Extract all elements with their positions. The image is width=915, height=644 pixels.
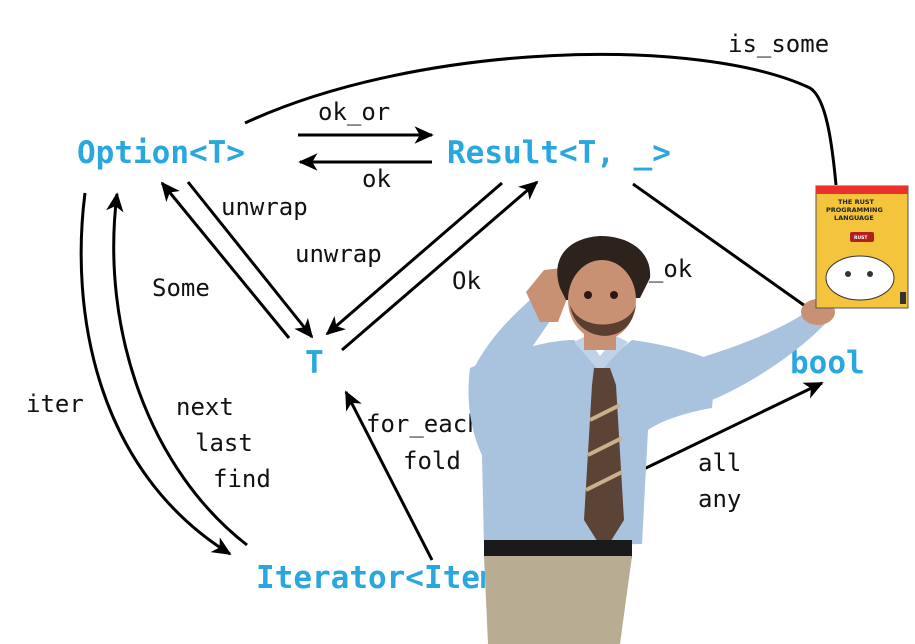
edge-option-to-t-unwrap: [186, 181, 314, 339]
label-is-some: is_some: [728, 30, 829, 58]
node-option: Option<T>: [77, 135, 245, 171]
person-right-arm: [700, 308, 826, 400]
nodes: Option<T> Result<T, _> T bool Iterator<I…: [77, 135, 865, 596]
edge-iterator-to-option-next: [106, 192, 248, 547]
person-belt: [484, 540, 632, 558]
edge-option-to-iterator-iter: [79, 192, 232, 556]
person-left-arm: [472, 300, 552, 408]
rust-book-image: THE RUST PROGRAMMING LANGUAGE RUST: [815, 185, 909, 309]
person-left-hand: [526, 268, 568, 322]
edge-t-to-result-ok: [341, 180, 539, 352]
label-find: find: [213, 465, 271, 493]
label-ok-or: ok_or: [318, 98, 390, 126]
person-head: [568, 260, 636, 340]
person-overlay: [468, 236, 835, 644]
node-bool: bool: [790, 345, 865, 381]
book-title-line1: THE RUST: [838, 198, 875, 206]
label-unwrap-option: unwrap: [221, 193, 308, 221]
label-ok-ctor: Ok: [452, 267, 481, 295]
person-beard: [570, 305, 636, 336]
edge-iterator-to-t-fold: [344, 390, 434, 561]
person-pants: [484, 556, 632, 644]
node-t: T: [305, 345, 324, 381]
edge-t-to-option-some: [160, 181, 291, 339]
node-result: Result<T, _>: [447, 135, 671, 171]
label-some: Some: [152, 274, 210, 302]
label-for-each: for_each: [366, 410, 482, 438]
edge-result-to-bool-is-ok: [632, 182, 823, 320]
edge-labels: ok_or ok is_some unwrap unwrap Some Ok i…: [26, 30, 829, 513]
book-title-line2: PROGRAMMING: [826, 206, 883, 214]
edge-result-to-t-unwrap: [325, 181, 503, 336]
label-fold: fold: [403, 447, 461, 475]
label-unwrap-result: unwrap: [295, 240, 382, 268]
label-last: last: [195, 429, 253, 457]
book-badge: RUST: [854, 235, 868, 241]
label-iter: iter: [26, 390, 84, 418]
label-all: all: [698, 449, 741, 477]
edge-option-to-bool-is-some: [244, 52, 838, 186]
person-tie: [584, 368, 624, 552]
label-next: next: [176, 393, 234, 421]
label-any: any: [698, 485, 741, 513]
label-ok: ok: [362, 165, 391, 193]
book-title-line3: LANGUAGE: [834, 214, 874, 222]
